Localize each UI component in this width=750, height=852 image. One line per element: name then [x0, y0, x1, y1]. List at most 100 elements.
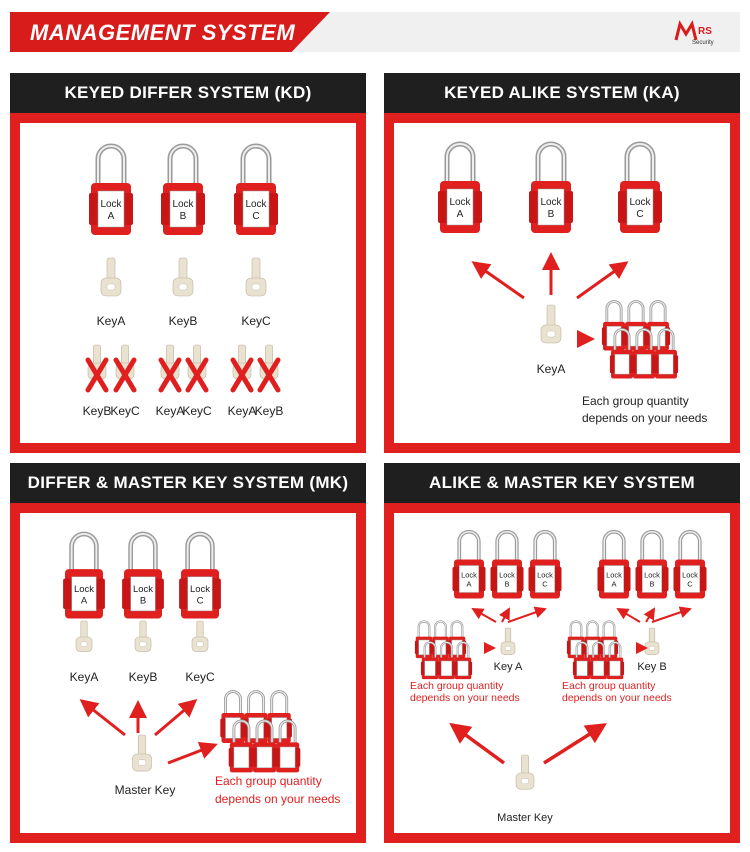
cross-icon [158, 357, 182, 393]
padlock-icon [228, 719, 255, 773]
padlock-icon [572, 641, 592, 680]
svg-text:RS: RS [698, 26, 712, 37]
key-label: KeyA [537, 362, 566, 376]
key-blade [80, 620, 88, 639]
padlock-group-icon [601, 300, 679, 379]
shackle [605, 300, 623, 322]
shackle-highlight [97, 145, 125, 183]
key-icon [134, 620, 152, 652]
lock-tag [71, 576, 97, 612]
shackle [640, 529, 664, 560]
key-icon [500, 627, 516, 655]
shackle-highlight [70, 533, 98, 570]
lock-label-line2: C [687, 580, 693, 589]
lock-tag [609, 660, 621, 677]
lock-tag [256, 746, 273, 769]
shackle-highlight [418, 621, 430, 637]
shackle [434, 620, 447, 637]
shackle-highlight [458, 531, 480, 560]
lock-label-line1: Lock [172, 199, 194, 210]
shackle-highlight [446, 143, 474, 181]
shackle [128, 531, 158, 570]
note-line1: Each group quantity [410, 680, 504, 692]
key-blade [196, 620, 204, 639]
shackle [602, 620, 616, 637]
lock-tag [424, 660, 436, 677]
lock-tag [446, 188, 474, 226]
key-icon [100, 257, 122, 297]
lock-label-line1: Lock [499, 571, 515, 580]
header-bar: MANAGEMENT SYSTEM RS Security [10, 12, 740, 52]
padlock-icon [251, 719, 278, 773]
lock-tag [626, 188, 654, 226]
svg-text:Security: Security [692, 40, 714, 46]
padlock-icon [589, 641, 608, 680]
key-blade [121, 344, 129, 366]
shackle-highlight [614, 329, 630, 350]
shackle-highlight [279, 720, 296, 743]
page-title: MANAGEMENT SYSTEM [30, 20, 296, 45]
key-icon [540, 304, 562, 344]
key-hole [178, 283, 188, 291]
shackle-highlight [186, 533, 214, 570]
shackle [240, 143, 272, 183]
key-hole [504, 645, 511, 651]
padlock-icon [605, 641, 625, 680]
note-line1: Each group quantity [215, 774, 322, 788]
lock-label-line2: B [504, 580, 509, 589]
key-label: KeyC [185, 670, 215, 684]
lock-label-line2: A [81, 595, 88, 606]
key-label: KeyA [97, 314, 126, 328]
padlock-icon [631, 328, 657, 379]
arrow [643, 607, 656, 623]
shackle [533, 529, 557, 560]
key-hole [106, 283, 116, 291]
panel-title: KEYED ALIKE SYSTEM (KA) [384, 73, 740, 113]
shackle [569, 620, 583, 637]
key-icon [191, 620, 209, 652]
shackle-highlight [570, 621, 582, 637]
lock-tag [658, 354, 674, 375]
key-icon [75, 620, 93, 652]
lock-tag [97, 190, 125, 228]
shackle-highlight [641, 531, 663, 560]
shackle-highlight [679, 531, 701, 560]
shackle-highlight [457, 642, 469, 658]
arrow [543, 723, 607, 765]
padlock-group-icon [566, 620, 625, 680]
shackle [586, 620, 599, 637]
shackle-highlight [609, 642, 621, 658]
lock-label-line1: Lock [540, 197, 562, 208]
lock-tag [242, 190, 270, 228]
lock-tag [592, 660, 605, 677]
shackle-highlight [451, 621, 463, 637]
lock-tag [440, 660, 453, 677]
wrong-key-label: KeyC [110, 404, 140, 418]
shackle-highlight [233, 720, 250, 743]
shackle-highlight [434, 621, 447, 637]
lock-label-line2: A [457, 209, 464, 220]
lock-label-line2: C [252, 211, 259, 222]
key-blade [193, 344, 201, 366]
lock-tag [459, 565, 479, 593]
shackle-highlight [256, 720, 273, 743]
key-icon [515, 754, 535, 790]
shackle [624, 141, 656, 181]
lock-tag [233, 746, 250, 769]
shackle [602, 529, 626, 560]
lock-label-line2: A [108, 211, 115, 222]
shackle [417, 620, 431, 637]
shackle-highlight [650, 301, 666, 322]
padlock-icon [653, 328, 679, 379]
lock-label-line2: C [542, 580, 548, 589]
